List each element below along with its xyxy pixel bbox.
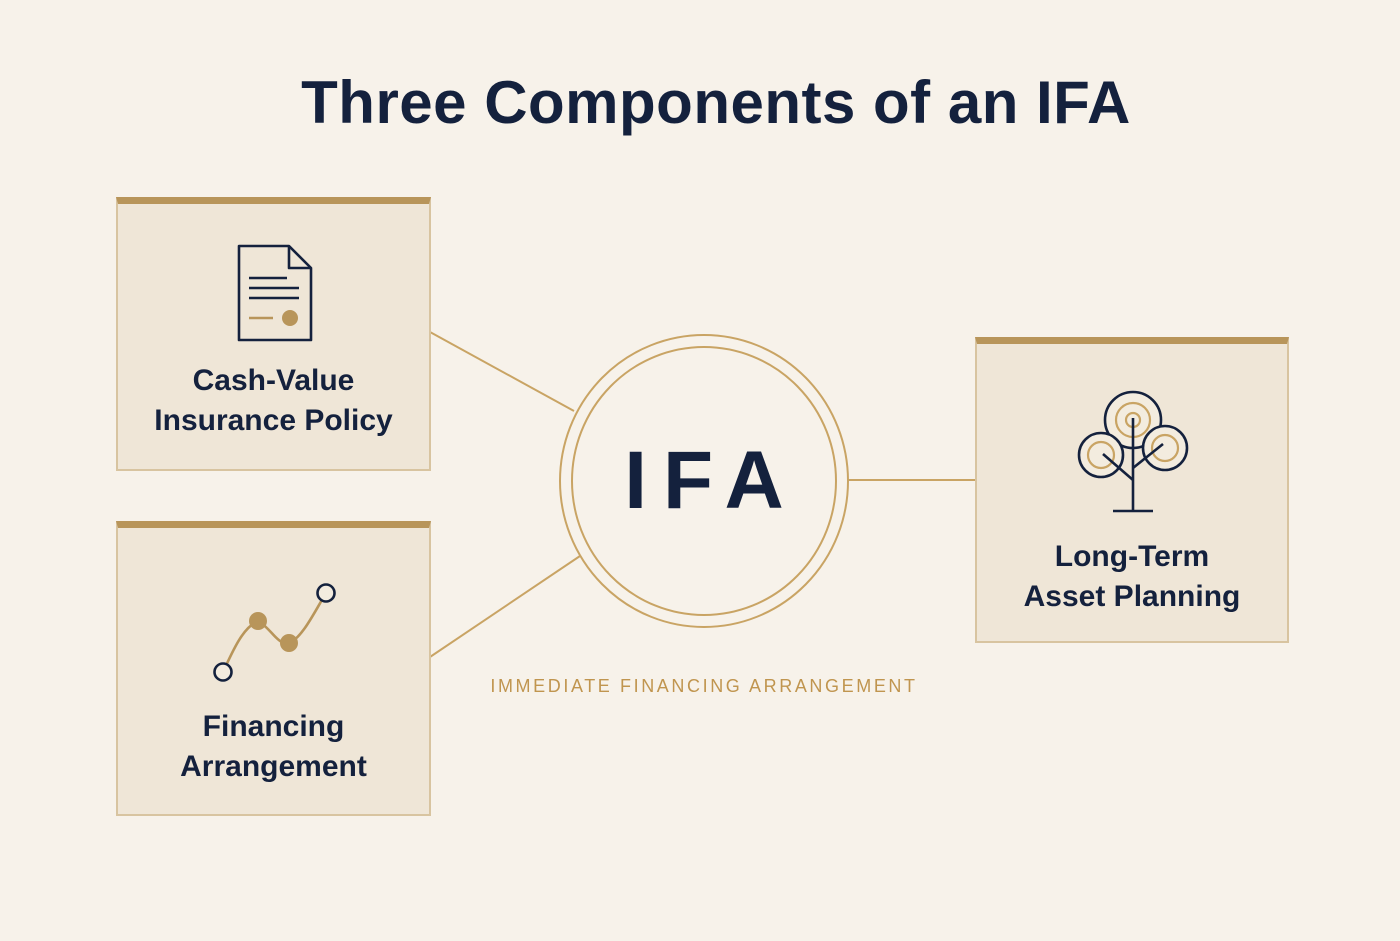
- card-label-line: Financing: [202, 710, 345, 743]
- hub-caption: IMMEDIATE FINANCING ARRANGEMENT: [490, 676, 918, 696]
- tree-icon: [1077, 390, 1189, 513]
- chart-line-icon: [213, 583, 336, 682]
- card-cash-value-insurance-policy: Cash-Value Insurance Policy: [116, 197, 431, 471]
- card-label-line: Long-Term: [1054, 540, 1210, 573]
- card-label-line: Insurance Policy: [154, 404, 393, 437]
- card-label-line: Asset Planning: [1023, 580, 1241, 613]
- card-financing-arrangement: Financing Arrangement: [116, 521, 431, 816]
- hub-label: IFA: [624, 435, 800, 526]
- hub-rings: [559, 334, 849, 628]
- card-label-asset: Long-Term Asset Planning: [977, 537, 1287, 617]
- diagram-title: Three Components of an IFA: [301, 69, 1131, 136]
- connector-line-financing: [429, 555, 581, 658]
- card-label-financing: Financing Arrangement: [118, 707, 429, 787]
- card-label-insurance: Cash-Value Insurance Policy: [118, 361, 429, 441]
- connector-line-insurance: [429, 331, 575, 412]
- ifa-hub: IFA: [558, 333, 850, 629]
- card-label-line: Arrangement: [180, 750, 367, 783]
- document-icon: [237, 244, 313, 342]
- card-label-line: Cash-Value: [192, 364, 355, 397]
- card-long-term-asset-planning: Long-Term Asset Planning: [975, 337, 1289, 643]
